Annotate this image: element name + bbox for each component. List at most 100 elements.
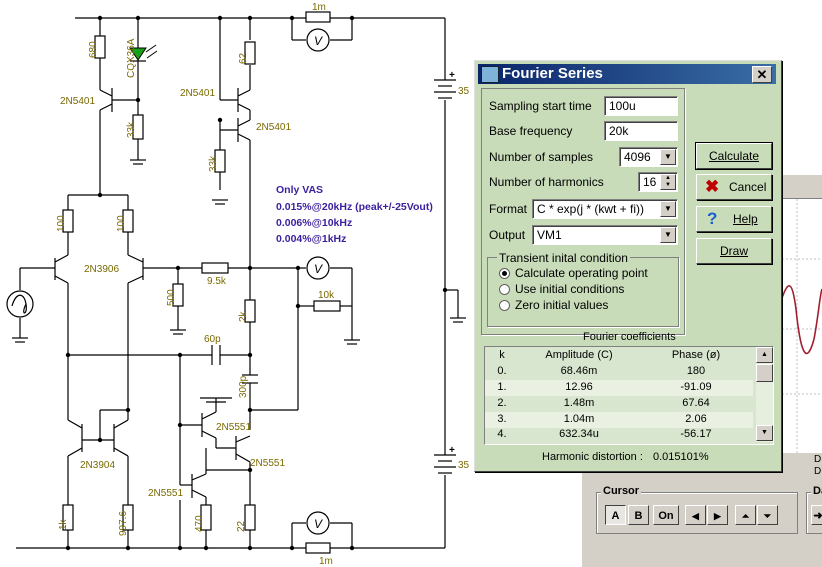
fourier-series-dialog: Fourier Series ✕ Sampling start time 100… xyxy=(474,60,782,472)
note-line-3: 0.004%@1kHz xyxy=(276,233,346,245)
cell-amplitude: 12.96 xyxy=(565,381,593,393)
chevron-down-icon[interactable]: ▼ xyxy=(660,227,676,243)
cancel-icon: ✖ xyxy=(705,177,720,196)
svg-text:+: + xyxy=(449,70,455,81)
number-of-harmonics-label: Number of harmonics xyxy=(489,175,604,189)
format-value: C * exp(j * (kwt + fi)) xyxy=(537,202,645,216)
format-label: Format xyxy=(489,202,528,216)
cursor-group-title: Cursor xyxy=(601,485,642,497)
cursor-right-button[interactable]: ▶ xyxy=(707,505,728,525)
label-r-1m-top: 1m xyxy=(312,2,326,13)
chevron-down-icon[interactable]: ▼ xyxy=(660,149,676,165)
label-r-100-a: 100 xyxy=(56,215,67,232)
coefficients-table: k Amplitude (C) Phase (ø) 0. 68.46m 180 … xyxy=(484,346,774,445)
close-button[interactable]: ✕ xyxy=(752,66,772,83)
label-r-1k: 1k xyxy=(58,518,69,530)
cursor-down-button[interactable]: ⏷ xyxy=(757,505,778,525)
cursor-left-button[interactable]: ◀ xyxy=(685,505,706,525)
label-q-2n5401-b: 2N5401 xyxy=(180,88,215,99)
chevron-down-icon[interactable]: ▼ xyxy=(660,201,676,217)
cell-phase: 67.64 xyxy=(682,397,710,409)
label-r-470: 470 xyxy=(194,515,205,532)
cell-k: 3. xyxy=(497,413,507,425)
note-title: Only VAS xyxy=(276,184,323,196)
sampling-start-time-input[interactable]: 100u xyxy=(604,96,678,116)
label-r-500: 500 xyxy=(166,289,177,306)
data-group: Da ➜ xyxy=(806,485,822,534)
output-select[interactable]: VM1 ▼ xyxy=(532,225,678,245)
sampling-start-time-label: Sampling start time xyxy=(489,99,592,113)
label-q-2n3904: 2N3904 xyxy=(80,460,115,471)
svg-text:+: + xyxy=(449,445,455,456)
cancel-label: Cancel xyxy=(729,180,767,194)
cut-label-1: D xyxy=(814,454,822,465)
draw-button[interactable]: Draw xyxy=(696,238,772,264)
table-row[interactable]: 0. 68.46m 180 xyxy=(485,364,753,380)
label-led: CQX36A xyxy=(126,38,137,78)
cell-k: 0. xyxy=(497,365,507,377)
label-q-2n5401-a: 2N5401 xyxy=(60,96,95,107)
scroll-down-icon[interactable]: ▼ xyxy=(756,425,773,441)
radio-use-initial-conditions[interactable] xyxy=(499,284,510,295)
coefficients-title: Fourier coefficients xyxy=(583,331,676,343)
cell-amplitude: 68.46m xyxy=(560,365,598,377)
cursor-a-button[interactable]: A xyxy=(605,505,626,525)
cell-k: 1. xyxy=(497,381,507,393)
help-button[interactable]: ? Help xyxy=(696,206,772,232)
radio-calculate-operating-point[interactable] xyxy=(499,268,510,279)
note-line-2: 0.006%@10kHz xyxy=(276,217,352,229)
label-r-9k5: 9.5k xyxy=(207,276,227,287)
cursor-on-button[interactable]: On xyxy=(653,505,679,525)
app-icon xyxy=(481,66,499,83)
number-of-harmonics-spinner[interactable]: 16 ▲▼ xyxy=(638,172,678,192)
label-supply-bottom: 35 xyxy=(458,460,470,471)
label-r-100-b: 100 xyxy=(116,215,127,232)
label-q-2n5551-b: 2N5551 xyxy=(250,458,285,469)
radio-zero-initial-values[interactable] xyxy=(499,300,510,311)
number-of-samples-value: 4096 xyxy=(624,150,651,164)
scroll-thumb[interactable] xyxy=(756,364,773,382)
label-r-62: 62 xyxy=(238,52,249,64)
dialog-titlebar[interactable]: Fourier Series ✕ xyxy=(478,64,776,84)
cell-k: 2. xyxy=(497,397,507,409)
table-row[interactable]: 2. 1.48m 67.64 xyxy=(485,396,753,412)
cursor-up-button[interactable]: ⏶ xyxy=(735,505,756,525)
number-of-harmonics-value: 16 xyxy=(643,175,657,189)
label-c-60p: 60p xyxy=(204,334,221,345)
base-frequency-input[interactable]: 20k xyxy=(604,121,678,141)
data-arrow-button[interactable]: ➜ xyxy=(811,505,822,525)
cursor-b-button[interactable]: B xyxy=(628,505,649,525)
label-q-2n5551-a: 2N5551 xyxy=(216,422,251,433)
radio-use-initial-conditions-label: Use initial conditions xyxy=(515,282,625,296)
radio-calculate-operating-point-label: Calculate operating point xyxy=(515,266,648,280)
cell-phase: -91.09 xyxy=(680,381,712,393)
base-frequency-label: Base frequency xyxy=(489,124,573,138)
spinner-arrows-icon[interactable]: ▲▼ xyxy=(660,174,676,190)
calculate-button[interactable]: Calculate xyxy=(695,142,773,170)
transient-group-title: Transient inital condition xyxy=(497,251,630,265)
label-r-680: 680 xyxy=(88,41,99,58)
harmonic-distortion-value: 0.015101% xyxy=(653,451,709,463)
format-select[interactable]: C * exp(j * (kwt + fi)) ▼ xyxy=(532,199,678,219)
label-r-1m-bottom: 1m xyxy=(319,556,333,567)
cursor-group: Cursor A B On ◀ ▶ ⏶ ⏷ xyxy=(596,485,798,534)
number-of-samples-select[interactable]: 4096 ▼ xyxy=(619,147,678,167)
label-r-997-6: 997.6 xyxy=(118,511,129,536)
label-r-10k: 10k xyxy=(318,290,335,301)
parameters-panel xyxy=(481,88,685,335)
table-row[interactable]: 3. 1.04m 2.06 xyxy=(485,412,753,428)
scroll-up-icon[interactable]: ▲ xyxy=(756,347,773,363)
coefficients-scrollbar[interactable]: ▲ ▼ xyxy=(756,347,773,442)
table-row[interactable]: 4. 632.34u -56.17 xyxy=(485,427,753,443)
label-q-2n5401-c: 2N5401 xyxy=(256,122,291,133)
cell-k: 4. xyxy=(497,428,507,440)
table-row[interactable]: 1. 12.96 -91.09 xyxy=(485,380,753,396)
cell-phase: -56.17 xyxy=(680,428,712,440)
output-value: VM1 xyxy=(537,228,562,242)
cut-label-2: D xyxy=(814,466,822,477)
cancel-button[interactable]: ✖ Cancel xyxy=(696,174,772,200)
col-header-k: k xyxy=(499,349,505,361)
dialog-title: Fourier Series xyxy=(502,65,603,82)
number-of-samples-label: Number of samples xyxy=(489,150,594,164)
